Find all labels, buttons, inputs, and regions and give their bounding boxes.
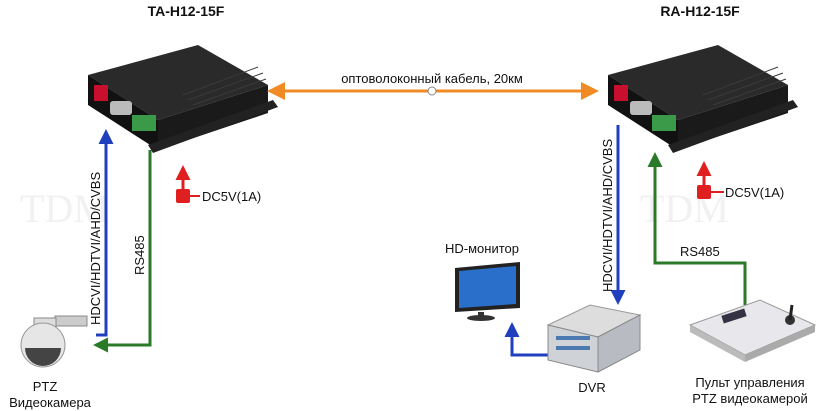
ptz-camera-icon [20,315,88,368]
video-label-right: HDCVI/HDTVI/AHD/CVBS [600,139,615,292]
dvr-to-monitor-arrow [504,322,548,357]
fiber-label: оптоволоконный кабель, 20км [341,71,523,86]
ptz-controller-icon [688,299,817,362]
controller-label-line1: Пульт управления [695,375,804,390]
video-arrow-left [96,129,114,337]
controller-label-line2: PTZ видеокамерой [692,391,807,406]
rs485-arrow-right [647,152,747,305]
power-label-left: DC5V(1A) [202,189,261,204]
receiver-model: RA-H12-15F [660,3,740,19]
rs485-arrow-left [93,150,152,353]
rs485-label-left: RS485 [132,235,147,275]
svg-text:TDM: TDM [20,186,109,231]
dvr-label: DVR [578,380,605,395]
receiver-device [607,44,799,154]
fiber-coupler-icon [427,86,437,96]
transmitter-model: TA-H12-15F [148,3,225,19]
video-label-left: HDCVI/HDTVI/AHD/CVBS [88,172,103,325]
power-label-right: DC5V(1A) [725,185,784,200]
dvr-icon [546,304,642,373]
watermark: TDM TDM [20,186,729,231]
power-icon-left [176,189,190,203]
rs485-label-right: RS485 [680,244,720,259]
monitor-icon [455,262,520,321]
camera-label-line2: Видеокамера [9,395,92,410]
power-icon-right [697,185,711,199]
camera-label-line1: PTZ [33,379,58,394]
transmitter-device [87,44,279,154]
monitor-label: HD-монитор [445,241,519,256]
